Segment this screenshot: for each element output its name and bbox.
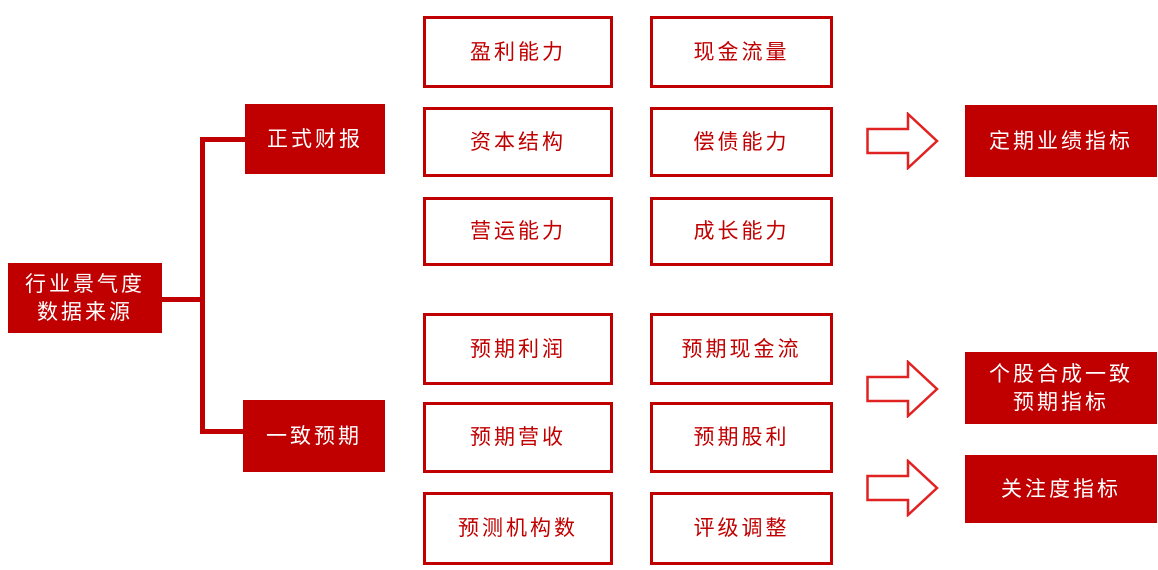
metric-label: 预测机构数 — [458, 516, 578, 541]
metric-box-cash-flow: 现金流量 — [650, 16, 833, 88]
root-source-line1: 行业景气度 — [25, 271, 145, 296]
metric-box-expected-revenue: 预期营收 — [423, 402, 613, 473]
root-source-box: 行业景气度 数据来源 — [8, 263, 162, 333]
metric-label: 偿债能力 — [693, 129, 790, 154]
output-label: 关注度指标 — [1001, 476, 1121, 501]
metric-box-capital-structure: 资本结构 — [423, 107, 613, 177]
metric-label: 评级调整 — [693, 516, 790, 541]
right-arrow-icon — [866, 360, 939, 418]
metric-label: 预期股利 — [693, 425, 790, 450]
metric-box-expected-cash-flow: 预期现金流 — [650, 313, 833, 385]
metric-box-solvency: 偿债能力 — [650, 107, 833, 177]
output-label: 定期业绩指标 — [989, 128, 1133, 153]
branch-box-official-report: 正式财报 — [245, 104, 385, 174]
metric-box-forecast-institutions: 预测机构数 — [423, 492, 613, 565]
metric-label: 预期利润 — [470, 336, 566, 361]
output-label-line2: 预期指标 — [1013, 390, 1109, 414]
metric-label: 营运能力 — [470, 219, 566, 244]
connector-root-line — [154, 297, 204, 302]
right-arrow-icon — [866, 112, 939, 170]
output-box-periodic-performance: 定期业绩指标 — [965, 105, 1157, 177]
connector-top-branch-line — [200, 137, 245, 142]
connector-bottom-branch-line — [200, 429, 243, 434]
output-box-consensus-composite: 个股合成一致 预期指标 — [965, 352, 1157, 424]
metric-box-growth-capacity: 成长能力 — [650, 197, 833, 266]
metric-box-rating-adjustment: 评级调整 — [650, 492, 833, 565]
metric-box-expected-profit: 预期利润 — [423, 313, 613, 385]
right-arrow-icon — [866, 459, 939, 517]
branch-consensus-label: 一致预期 — [266, 423, 362, 448]
connector-trunk-line — [200, 137, 205, 434]
branch-official-label: 正式财报 — [267, 126, 363, 151]
metric-box-expected-dividend: 预期股利 — [650, 402, 833, 473]
root-source-line2: 数据来源 — [37, 300, 133, 324]
metric-box-profitability: 盈利能力 — [423, 16, 613, 88]
metric-label: 成长能力 — [693, 219, 790, 244]
output-box-attention: 关注度指标 — [965, 455, 1157, 523]
metric-label: 现金流量 — [693, 39, 790, 64]
metric-box-operating-capacity: 营运能力 — [423, 197, 613, 266]
metric-label: 资本结构 — [470, 129, 566, 154]
metric-label: 预期现金流 — [681, 336, 802, 361]
output-label-line1: 个股合成一致 — [989, 361, 1133, 386]
metric-label: 盈利能力 — [470, 39, 566, 64]
metric-label: 预期营收 — [470, 425, 566, 450]
branch-box-consensus: 一致预期 — [243, 400, 385, 472]
